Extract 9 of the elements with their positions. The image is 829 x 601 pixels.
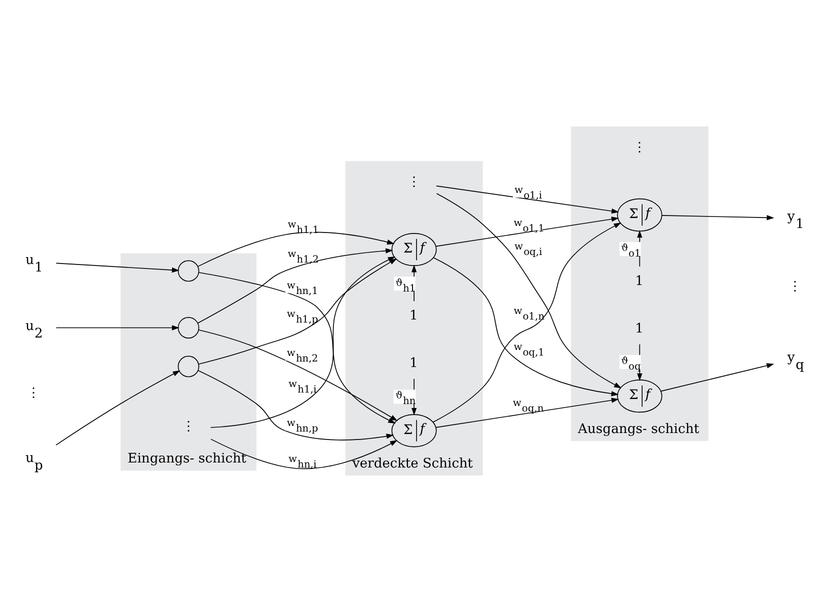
- node-text: 1: [635, 321, 644, 336]
- label: ⋮: [788, 279, 802, 294]
- label: ⋮: [633, 140, 646, 155]
- node-text: ⋮: [182, 419, 195, 434]
- node-text: 1: [410, 308, 418, 323]
- label: ⋮: [27, 385, 40, 400]
- node-text: 1: [410, 356, 418, 371]
- node-text: 1: [635, 273, 644, 288]
- node-text: ⋮: [408, 174, 420, 190]
